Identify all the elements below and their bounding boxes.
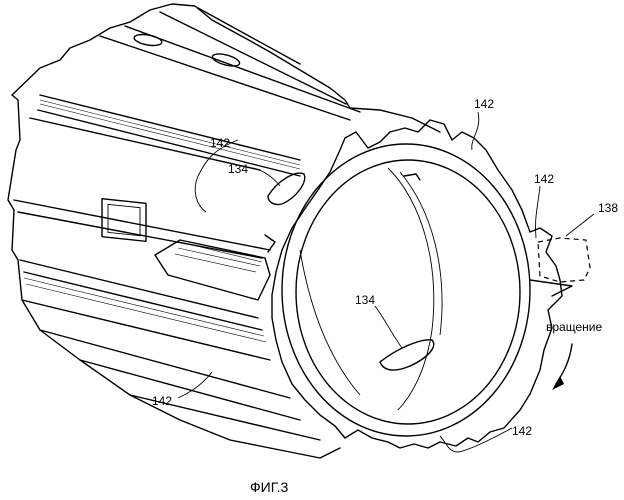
- label-rotation: вращение: [546, 320, 602, 334]
- rotation-arrow: [552, 344, 572, 390]
- leader-134-upper: [252, 168, 280, 186]
- label-138: 138: [598, 201, 618, 215]
- slot-top-1: [133, 33, 162, 48]
- label-142-left: 142: [152, 394, 172, 408]
- label-142-right: 142: [534, 172, 554, 186]
- element-138: [530, 214, 594, 296]
- label-134-upper: 134: [228, 162, 248, 176]
- figure-caption: ФИГ.3: [250, 479, 288, 495]
- lower-rib-1: [20, 260, 262, 330]
- label-142-bottom: 142: [512, 424, 532, 438]
- rotation-arc: [556, 344, 572, 384]
- label-134-inner: 134: [355, 293, 375, 307]
- inner-curve-2: [400, 172, 442, 335]
- leader-134-inner: [375, 306, 402, 348]
- lower-hatch: [24, 278, 266, 342]
- engaging-tooth: [530, 280, 572, 296]
- outer-slot: [268, 173, 305, 204]
- label-142-top: 142: [474, 97, 494, 111]
- leader-142-top: [472, 112, 479, 150]
- front-end: [268, 120, 562, 448]
- inner-bore: [296, 160, 520, 424]
- leader-142-bottom: [440, 428, 512, 452]
- inner-curve-3: [300, 250, 360, 395]
- lower-rib-2: [22, 300, 290, 398]
- cylinder-body: [8, 4, 440, 458]
- rect-window-inner: [108, 204, 140, 235]
- inner-slot: [380, 340, 434, 370]
- rib-edge-3: [160, 12, 346, 104]
- toothed-rim: [272, 120, 562, 448]
- arrow-head: [552, 376, 564, 390]
- dashed-block: [538, 238, 590, 282]
- leader-138: [566, 214, 594, 236]
- upper-rib-hatch: [40, 100, 300, 169]
- inner-notch: [404, 174, 420, 180]
- inner-curve-1: [388, 168, 434, 410]
- mid-step: [14, 200, 270, 258]
- slot-top-2: [211, 52, 241, 69]
- label-142-upper: 142: [210, 136, 230, 150]
